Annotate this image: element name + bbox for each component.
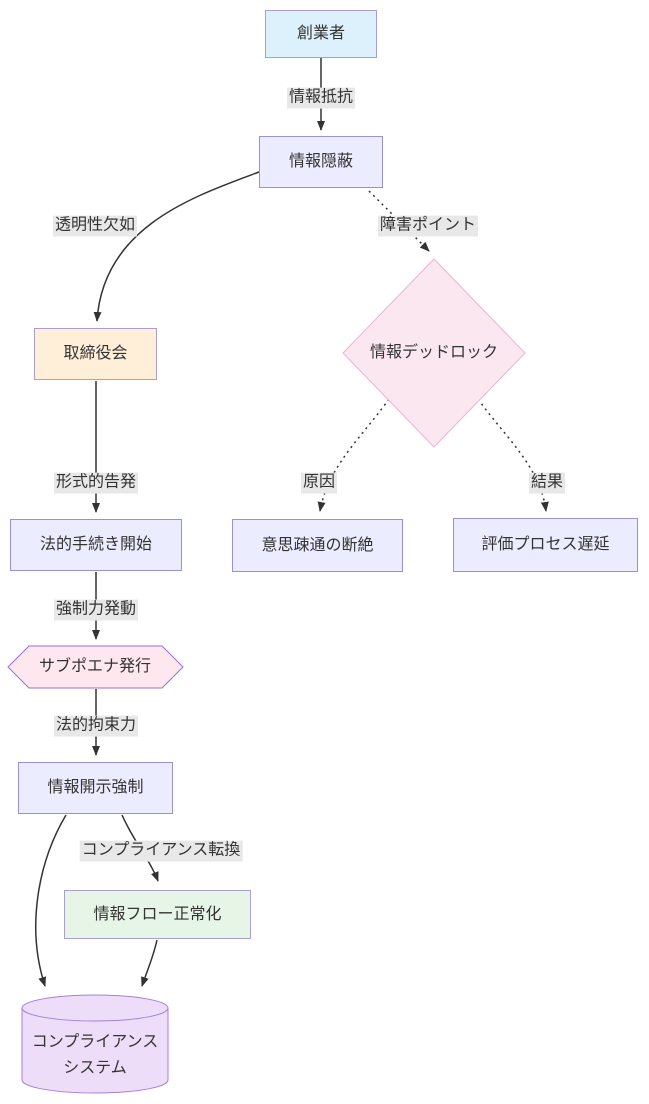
node-disclosure: 情報開示強制: [18, 762, 173, 814]
edge-label-failure-point: 障害ポイント: [377, 215, 479, 237]
node-board: 取締役会: [34, 328, 157, 380]
edge-normalization-system: [141, 939, 158, 987]
edge-label-result: 結果: [528, 472, 566, 494]
edge-label-enforcement-power: 強制力発動: [53, 599, 139, 621]
node-concealment: 情報隠蔽: [259, 136, 383, 188]
edge-label-compliance-conversion: コンプライアンス転換: [79, 840, 243, 862]
edge-deadlock-comm: [317, 398, 390, 512]
node-founder: 創業者: [265, 10, 377, 58]
node-compliance-system-label-line2: システム: [63, 1060, 127, 1077]
edge-label-cause: 原因: [300, 472, 338, 494]
node-deadlock-label: 情報デッドロック: [369, 343, 499, 361]
node-normalization: 情報フロー正常化: [64, 890, 251, 939]
subpoena-hexagon-shape: [7, 645, 184, 689]
edge-concealment-board: [93, 171, 260, 322]
node-compliance-system-label: コンプライアンス システム: [32, 1030, 159, 1083]
edge-label-lack-of-transparency: 透明性欠如: [52, 215, 138, 237]
deadlock-diamond-shape: [342, 258, 526, 448]
node-eval-delay: 評価プロセス遅延: [453, 518, 638, 572]
edge-label-legal-binding-force: 法的拘束力: [53, 715, 139, 737]
edge-deadlock-eval: [477, 398, 549, 512]
node-legal-start: 法的手続き開始: [10, 519, 182, 571]
node-compliance-system-label-line1: コンプライアンス: [31, 1033, 159, 1051]
edge-label-formal-accusation: 形式的告発: [53, 472, 139, 494]
edge-label-information-resistance: 情報抵抗: [286, 87, 356, 109]
compliance-system-cylinder-shape: [21, 994, 169, 1094]
node-subpoena-label: サブポエナ発行: [38, 657, 152, 675]
edge-disclosure-system: [35, 814, 67, 987]
node-comm-breakdown: 意思疎通の断絶: [232, 519, 403, 572]
